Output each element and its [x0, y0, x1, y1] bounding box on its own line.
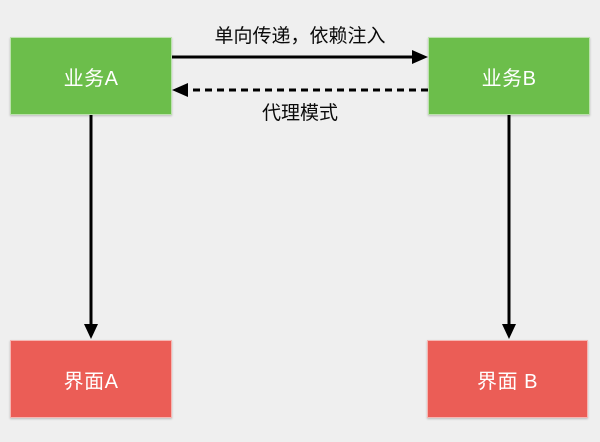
- arrow-business-a-to-b: [172, 50, 428, 64]
- node-business-b: 业务B: [428, 37, 590, 115]
- node-business-b-label: 业务B: [481, 67, 537, 90]
- node-business-a-label: 业务A: [63, 67, 119, 90]
- arrow-business-a-to-interface-a: [84, 114, 98, 339]
- edge-label-back: 代理模式: [261, 103, 338, 124]
- node-interface-b: 界面 B: [427, 340, 588, 418]
- node-interface-b-label: 界面 B: [477, 370, 538, 393]
- node-business-a: 业务A: [10, 37, 172, 115]
- node-interface-a: 界面A: [10, 340, 172, 418]
- node-interface-a-label: 界面A: [63, 370, 119, 393]
- arrow-business-b-to-interface-b: [502, 114, 516, 339]
- arrow-business-b-to-a-dashed: [172, 83, 428, 97]
- edge-label-forward: 单向传递，依赖注入: [214, 26, 386, 47]
